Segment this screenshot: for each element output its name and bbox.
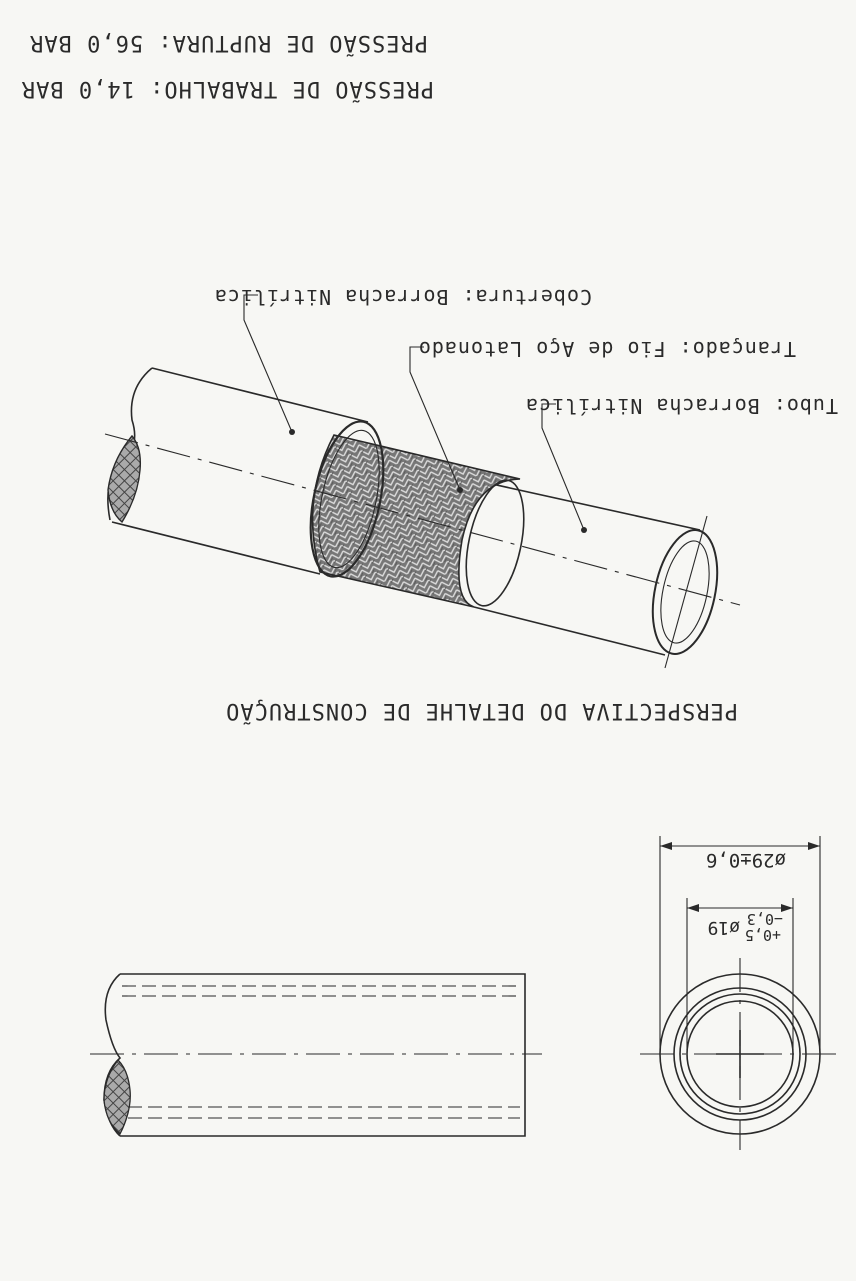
- end-view: ø29±0,6 ø19 −0,3 +0,5: [640, 836, 840, 1150]
- outer-diameter-text: ø29±0,6: [706, 849, 786, 871]
- braid-leader-dot: [457, 487, 463, 493]
- inner-tol-plus-text: +0,5: [745, 926, 781, 944]
- cover-cut-inner: [318, 429, 380, 569]
- side-break-section: [103, 1059, 131, 1136]
- inner-tol-minus-text: −0,3: [747, 910, 783, 928]
- cover-cut-end: [309, 420, 385, 578]
- perspective-axis: [104, 433, 741, 606]
- inner-diameter-text: ø19: [707, 917, 740, 938]
- cover-body: [111, 367, 369, 575]
- cover-leader-dot: [289, 429, 295, 435]
- tube-leader: [541, 403, 585, 531]
- left-break-section: [107, 434, 142, 524]
- cover-leader: [243, 294, 293, 433]
- inner-dim-arrows: [687, 904, 793, 912]
- perspective-caption: PERSPECTIVA DO DETALHE DE CONSTRUÇÃO: [225, 698, 738, 725]
- perspective-view: Cobertura: Borracha Nitrílica Trançado: …: [104, 285, 838, 725]
- braid-label: Trançado: Fio de Aço Latonado: [418, 337, 796, 361]
- end-axis: [664, 515, 708, 669]
- right-open-end-inner: [660, 540, 710, 644]
- tube-label: Tubo: Borracha Nitrílica: [525, 394, 838, 418]
- tube-leader-dot: [581, 527, 587, 533]
- working-pressure-text: PRESSÃO DE TRABALHO: 14,0 BAR: [21, 76, 434, 103]
- side-outline: [120, 973, 526, 1137]
- specifications: PRESSÃO DE RUPTURA: 56,0 BAR PRESSÃO DE …: [21, 30, 434, 103]
- cover-label: Cobertura: Borracha Nitrílica: [214, 285, 592, 309]
- braid-leader: [409, 346, 461, 491]
- braid-inner-circle: [679, 993, 801, 1115]
- side-view: [90, 973, 542, 1137]
- inner-tube-body: [473, 479, 701, 656]
- right-open-end-outer: [651, 529, 719, 655]
- braid-end: [465, 479, 525, 607]
- rupture-pressure-text: PRESSÃO DE RUPTURA: 56,0 BAR: [29, 30, 428, 57]
- braided-layer: [311, 434, 521, 608]
